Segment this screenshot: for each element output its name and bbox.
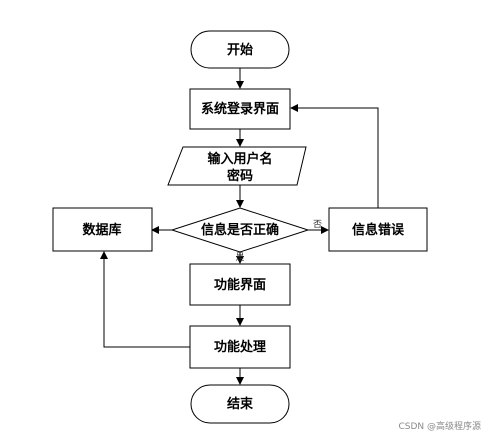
start-label: 开始 [227, 42, 253, 58]
input-node: 输入用户名 密码 [167, 146, 307, 186]
database-label: 数据库 [82, 222, 121, 238]
decision-label: 信息是否正确 [201, 222, 279, 238]
function-process-node: 功能处理 [189, 325, 291, 369]
end-node: 结束 [190, 384, 290, 424]
branch-label-yes: 是 [235, 252, 244, 263]
function-process-label: 功能处理 [214, 339, 266, 355]
input-label-line2: 密码 [226, 168, 253, 184]
login-page-label: 系统登录界面 [201, 101, 279, 117]
end-label: 结束 [227, 396, 254, 412]
function-page-label: 功能界面 [214, 277, 266, 293]
error-node: 信息错误 [328, 207, 428, 252]
error-label: 信息错误 [352, 222, 405, 238]
watermark: CSDN @高级程序源 [398, 422, 481, 432]
decision-node: 信息是否正确 [170, 207, 310, 253]
branch-label-no: 否 [313, 219, 322, 230]
start-node: 开始 [190, 30, 290, 69]
input-label-line1: 输入用户名 [207, 151, 272, 167]
arrow-error-to-login [290, 104, 379, 208]
login-page-node: 系统登录界面 [189, 88, 291, 130]
arrow-process-to-database [100, 251, 190, 348]
connectors [100, 68, 379, 385]
function-page-node: 功能界面 [189, 263, 291, 306]
database-node: 数据库 [52, 207, 153, 252]
